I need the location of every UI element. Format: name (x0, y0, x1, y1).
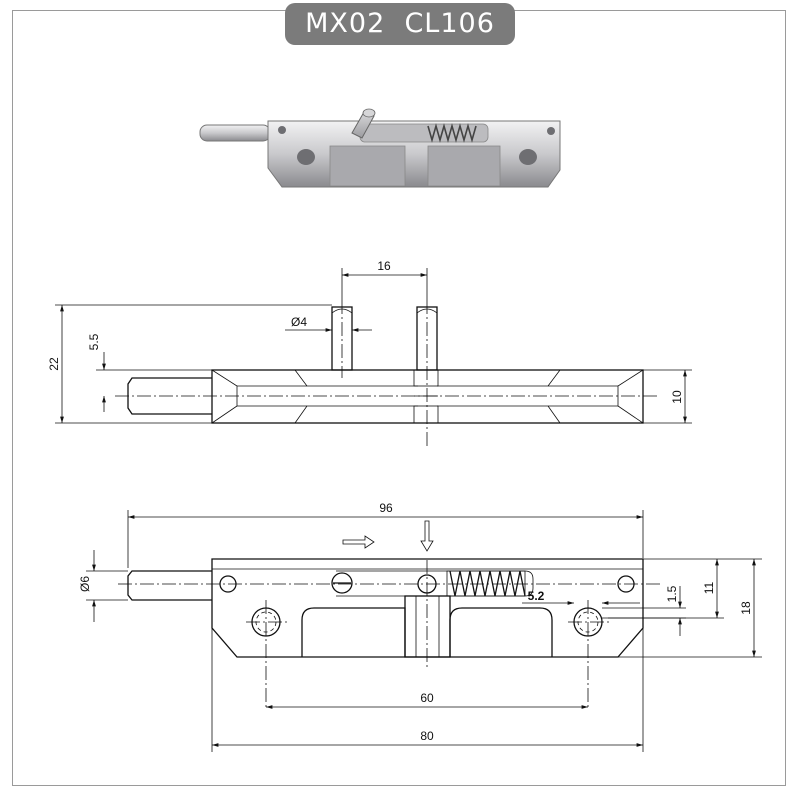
dim-hole-spacing: 60 (420, 691, 434, 705)
dim-pin-spacing: 16 (377, 259, 391, 273)
dim-plate-length: 80 (420, 729, 434, 743)
front-view (118, 520, 660, 710)
side-view (115, 300, 658, 448)
dim-step: 1.5 (665, 585, 679, 602)
dim-body-height: 10 (670, 390, 684, 404)
dim-pin-offset: 5.5 (87, 333, 101, 350)
dim-pin-dia: Ø4 (291, 315, 307, 329)
dim-slot-width: 5.2 (528, 589, 545, 603)
title-badge: MX02 CL106 (285, 3, 515, 45)
dim-plate-height: 18 (739, 601, 753, 615)
dim-overall-length: 96 (379, 501, 393, 515)
front-view-dimensions: 96 Ø6 5.2 1.5 11 18 60 80 (78, 501, 762, 752)
dim-center-height: 11 (702, 581, 716, 594)
dim-shaft-dia: Ø6 (78, 576, 92, 592)
side-view-dimensions: 16 Ø4 22 5.5 10 (47, 259, 692, 424)
product-photo (199, 108, 561, 188)
dim-total-height: 22 (47, 357, 61, 371)
